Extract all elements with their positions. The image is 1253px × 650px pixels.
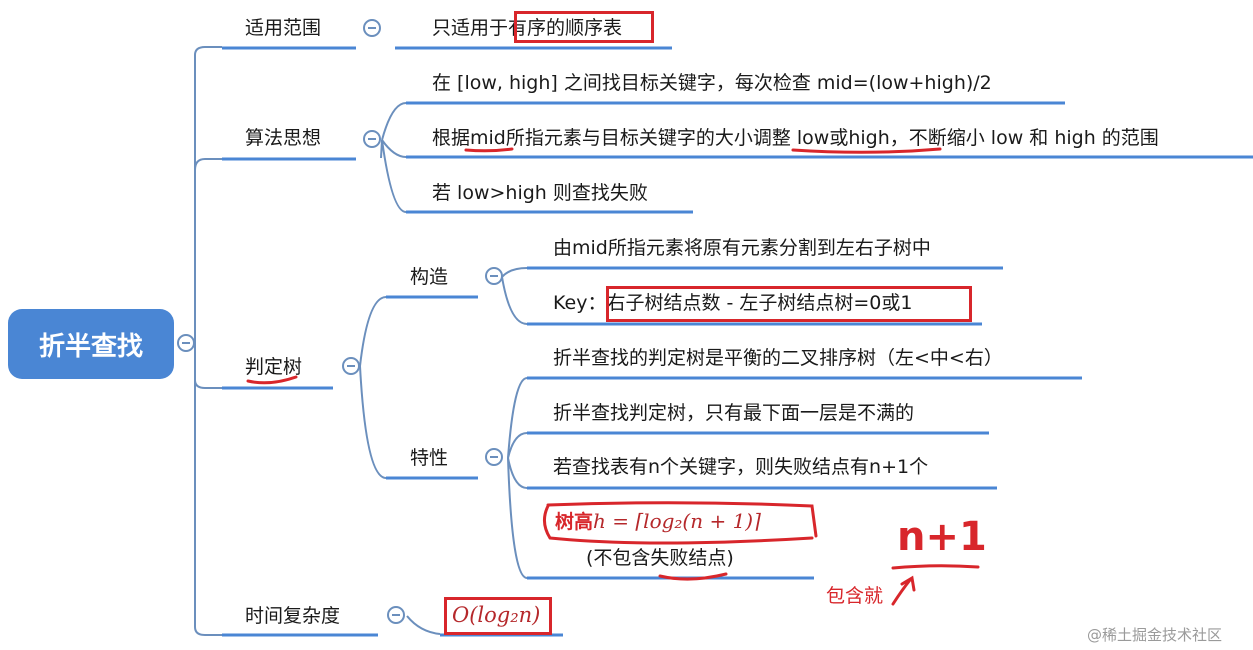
connector-props-2 <box>507 432 528 459</box>
collapse-construct-icon[interactable] <box>485 267 503 285</box>
construct-item-2-highlight: 右子树结点数 - 左子树结点树=0或1 <box>606 292 913 314</box>
highlight-box-ordered-list <box>514 11 654 43</box>
props-label[interactable]: 特性 <box>410 447 449 469</box>
connector-complexity <box>194 626 222 636</box>
root-label: 折半查找 <box>38 331 143 362</box>
props-item-4[interactable]: 树高h = ⌈log₂(n + 1)⌉ <box>555 509 761 534</box>
scope-item[interactable]: 只适用于有序的顺序表 <box>432 16 622 40</box>
connector-idea-1 <box>381 102 407 141</box>
connector-props-3 <box>507 457 528 489</box>
handwritten-underline-adjust <box>791 147 942 154</box>
idea-item-2[interactable]: 根据mid所指元素与目标关键字的大小调整 low或high，不断缩小 low 和… <box>432 127 1159 149</box>
connector-construct <box>359 296 387 367</box>
connector-tree <box>194 379 222 389</box>
handwritten-arrow <box>891 575 916 606</box>
branch-idea-label[interactable]: 算法思想 <box>245 127 322 149</box>
connector-construct-2 <box>501 276 528 325</box>
connector-idea <box>194 158 222 171</box>
handwritten-box-formula-right <box>546 501 818 538</box>
handwritten-box-formula-left <box>543 504 814 545</box>
handwritten-underline-mid <box>464 147 514 153</box>
props-item-3[interactable]: 若查找表有n个关键字，则失败结点有n+1个 <box>553 456 929 478</box>
handwritten-underline-tree <box>246 375 298 385</box>
handwritten-note: 包含就 <box>826 585 884 607</box>
connector-scope <box>194 46 222 56</box>
branch-scope-label[interactable]: 适用范围 <box>245 17 322 39</box>
collapse-idea-icon[interactable] <box>363 130 381 148</box>
collapse-props-icon[interactable] <box>485 448 503 466</box>
root-node[interactable]: 折半查找 <box>8 309 174 379</box>
collapse-tree-icon[interactable] <box>342 357 360 375</box>
construct-item-1[interactable]: 由mid所指元素将原有元素分割到左右子树中 <box>553 237 931 259</box>
collapse-scope-icon[interactable] <box>363 19 381 37</box>
connector-idea-hub <box>380 139 383 159</box>
connector-props <box>359 365 387 479</box>
props-item-4-note: (不包含失败结点) <box>586 547 734 569</box>
connector-complexity-1 <box>406 615 441 635</box>
connector-construct-1 <box>501 267 528 278</box>
construct-item-2-prefix: Key： <box>553 292 607 314</box>
scope-item-highlight: 有序的顺序表 <box>508 17 623 39</box>
idea-item-1[interactable]: 在 [low, high] 之间找目标关键字，每次检查 mid=(low+hig… <box>432 72 992 94</box>
collapse-complexity-icon[interactable] <box>387 606 405 624</box>
watermark: @稀土掘金技术社区 <box>1087 626 1223 644</box>
props-item-2[interactable]: 折半查找判定树，只有最下面一层是不满的 <box>553 402 915 424</box>
props-item-1[interactable]: 折半查找的判定树是平衡的二叉排序树（左<中<右） <box>553 347 1003 369</box>
tree-height-formula: h = ⌈log₂(n + 1)⌉ <box>593 509 761 533</box>
connector-props-4 <box>507 457 528 579</box>
connector-idea-2 <box>381 139 407 158</box>
handwritten-fraction-bar <box>891 564 980 570</box>
collapse-root-icon[interactable] <box>177 334 195 352</box>
construct-label[interactable]: 构造 <box>410 266 449 288</box>
handwritten-n-plus-1: n+1 <box>897 514 987 560</box>
complexity-formula[interactable]: O(log₂n) <box>452 603 541 627</box>
connector-idea-3 <box>381 139 407 213</box>
branch-complexity-label[interactable]: 时间复杂度 <box>245 605 341 627</box>
highlight-box-complexity <box>444 597 552 635</box>
idea-item-3[interactable]: 若 low>high 则查找失败 <box>432 182 648 204</box>
tree-height-prefix: 树高 <box>555 511 594 533</box>
connector-props-1 <box>507 377 528 459</box>
handwritten-underline-fail <box>658 572 728 581</box>
highlight-box-key <box>606 286 972 322</box>
scope-item-prefix: 只适用于 <box>432 17 509 39</box>
branch-tree-label[interactable]: 判定树 <box>245 356 303 378</box>
construct-item-2[interactable]: Key：右子树结点数 - 左子树结点树=0或1 <box>553 291 913 315</box>
